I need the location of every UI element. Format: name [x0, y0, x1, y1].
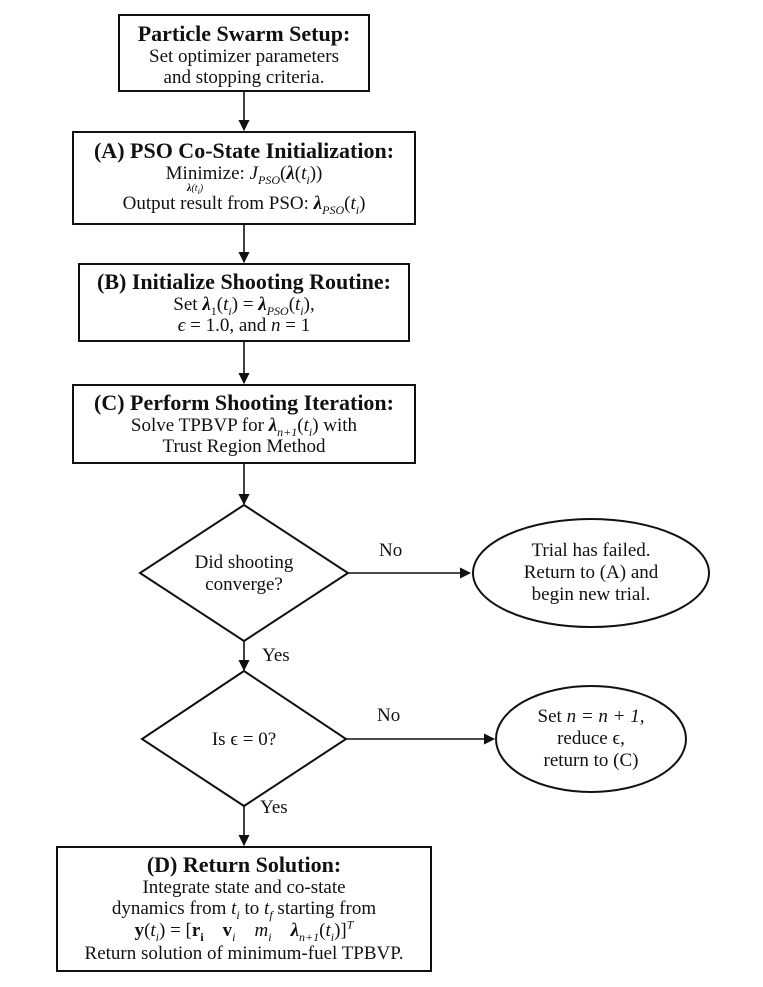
decision-diamond-converge: [138, 503, 350, 643]
b-set-line: Set λ1(ti) = λPSO(ti),: [173, 294, 315, 318]
c-method-line: Trust Region Method: [162, 436, 326, 457]
fail-line3: begin new trial.: [531, 584, 651, 605]
reduce-set: Set: [537, 706, 562, 727]
terminal-ellipse-reduce: [495, 685, 687, 793]
b-set-label: Set: [173, 294, 198, 315]
reduce-line3: return to (C): [543, 750, 639, 771]
a-minimize-label: Minimize:: [165, 163, 245, 184]
label-yes-epsilon: Yes: [260, 797, 288, 818]
c-solve-line: Solve TPBVP for λn+1(ti) with: [130, 415, 358, 439]
label-yes-converge: Yes: [262, 645, 290, 666]
setup-line1: Set optimizer parameters: [149, 46, 339, 67]
d-line2: dynamics from ti to tf starting from: [111, 898, 377, 922]
diamond2-text: Is ϵ = 0?: [211, 729, 277, 750]
box-shooting-iteration: (C) Perform Shooting Iteration: Solve TP…: [72, 384, 416, 464]
reduce-line2: reduce ϵ,: [557, 728, 625, 749]
d-title: (D) Return Solution:: [146, 852, 342, 877]
a-title: (A) PSO Co-State Initialization:: [93, 138, 395, 163]
c-with: with: [323, 415, 358, 436]
diamond1-text: Did shooting converge?: [160, 552, 328, 596]
box-init-shooting: (B) Initialize Shooting Routine: Set λ1(…: [78, 263, 410, 342]
a-minimize-line: Minimize: JPSO(λ(ti)): [74, 163, 414, 187]
b-eps-text: = 1.0, and: [190, 315, 267, 336]
b-n-text: = 1: [285, 315, 311, 336]
label-no-converge: No: [379, 540, 403, 561]
setup-line2: and stopping criteria.: [163, 67, 325, 88]
d-line4: Return solution of minimum-fuel TPBVP.: [84, 943, 404, 964]
diamond1-line2: converge?: [205, 574, 283, 595]
box-particle-swarm-setup: Particle Swarm Setup: Set optimizer para…: [118, 14, 370, 92]
fail-line1: Trial has failed.: [531, 540, 651, 561]
decision-diamond-epsilon: [140, 669, 348, 808]
d-line1: Integrate state and co-state: [142, 877, 346, 898]
ellipse-reduce-text: Set n = n + 1, reduce ϵ, return to (C): [501, 706, 681, 772]
a-objective: JPSO(λ(ti)): [249, 163, 323, 187]
box-return-solution: (D) Return Solution: Integrate state and…: [56, 846, 432, 972]
a-output-line: Output result from PSO: λPSO(ti): [122, 193, 366, 217]
c-solve-label: Solve TPBVP for: [130, 415, 264, 436]
reduce-line1: Set n = n + 1,: [501, 706, 681, 728]
reduce-n-eq: n = n + 1,: [566, 706, 645, 727]
diamond1-line1: Did shooting: [194, 552, 294, 573]
d-dynamics: dynamics from: [111, 898, 227, 919]
d-state-vector: y(ti) = [ri vi mi λn+1(ti)]T: [134, 917, 354, 944]
c-title: (C) Perform Shooting Iteration:: [94, 390, 394, 415]
d-starting: starting from: [277, 898, 377, 919]
ellipse-fail-text: Trial has failed. Return to (A) and begi…: [483, 540, 699, 606]
b-title: (B) Initialize Shooting Routine:: [97, 269, 391, 294]
box-pso-costate-init: (A) PSO Co-State Initialization: Minimiz…: [72, 131, 416, 225]
label-no-epsilon: No: [377, 705, 401, 726]
d-to: to: [244, 898, 260, 919]
a-output-label: Output result from PSO:: [122, 193, 309, 214]
terminal-ellipse-fail: [472, 518, 710, 628]
a-minimize-subscript: λ(ti): [187, 183, 204, 196]
b-eps-line: ϵ = 1.0, and n = 1: [177, 315, 311, 336]
fail-line2: Return to (A) and: [523, 562, 659, 583]
setup-title: Particle Swarm Setup:: [137, 21, 351, 46]
